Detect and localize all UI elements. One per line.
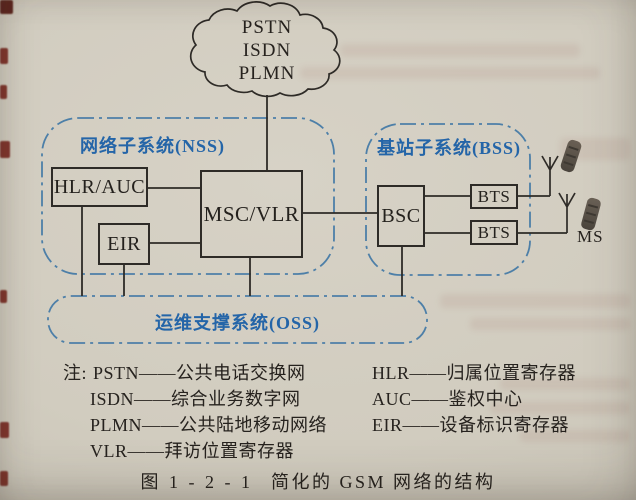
print-bleedthrough-ghost	[500, 378, 630, 390]
ms-label: MS	[577, 227, 604, 246]
cloud-shape	[189, 1, 341, 98]
bss-title: 基站子系统(BSS)	[377, 138, 522, 158]
mobile-phone-image	[560, 139, 582, 173]
legend-entry-auc: AUC——鉴权中心	[372, 389, 523, 409]
antenna-icon	[558, 192, 576, 233]
nss-container-border	[41, 117, 335, 275]
page-edge-artifact	[0, 471, 8, 486]
print-bleedthrough-ghost	[340, 44, 580, 57]
eir-box: EIR	[98, 223, 150, 265]
page-edge-artifact	[0, 85, 7, 99]
cloud-line-pstn: PSTN	[241, 17, 293, 38]
oss-title: 运维支撑系统(OSS)	[154, 313, 320, 333]
msc-vlr-box: MSC/VLR	[200, 170, 303, 258]
cloud-line-plmn: PLMN	[238, 63, 296, 84]
legend-row: 注:PSTN——公共电话交换网	[63, 360, 327, 386]
print-bleedthrough-ghost	[520, 430, 630, 442]
legend-entry-hlr: HLR——归属位置寄存器	[372, 363, 576, 383]
legend-prefix: 注:	[63, 363, 88, 383]
legend-entry-vlr: VLR——拜访位置寄存器	[90, 441, 294, 461]
bss-container-border	[365, 123, 531, 276]
cloud-network-list: PSTN ISDN PLMN	[217, 16, 317, 85]
antenna-icon	[541, 155, 559, 196]
bts-box-1: BTS	[470, 184, 518, 209]
page-edge-artifact	[0, 141, 10, 158]
print-bleedthrough-ghost	[440, 294, 630, 308]
print-bleedthrough-ghost	[300, 67, 600, 79]
legend-entry-pstn: PSTN——公共电话交换网	[93, 363, 306, 383]
page-edge-artifact	[0, 422, 9, 438]
nss-title: 网络子系统(NSS)	[80, 136, 226, 156]
page-edge-artifact	[0, 48, 8, 64]
mobile-phone-image	[581, 197, 601, 231]
bts-box-2: BTS	[470, 220, 518, 245]
figure-number: 图 1 - 2 - 1	[140, 472, 253, 492]
legend-right-column: HLR——归属位置寄存器 AUC——鉴权中心 EIR——设备标识寄存器	[372, 360, 576, 438]
oss-container-border	[47, 295, 428, 344]
page-edge-artifact	[0, 290, 7, 303]
cloud-line-isdn: ISDN	[242, 40, 292, 61]
legend-entry-eir: EIR——设备标识寄存器	[372, 415, 569, 435]
legend-left-column: 注:PSTN——公共电话交换网 ISDN——综合业务数字网 PLMN——公共陆地…	[63, 360, 327, 464]
legend-entry-plmn: PLMN——公共陆地移动网络	[90, 415, 328, 435]
figure-caption: 图 1 - 2 - 1 简化的 GSM 网络的结构	[0, 468, 636, 494]
hlr-auc-box: HLR/AUC	[51, 167, 148, 207]
figure-title: 简化的 GSM 网络的结构	[270, 472, 496, 492]
print-bleedthrough-ghost	[490, 402, 630, 414]
print-bleedthrough-ghost	[470, 318, 630, 330]
legend-entry-isdn: ISDN——综合业务数字网	[90, 389, 301, 409]
bsc-box: BSC	[377, 185, 425, 247]
page-edge-artifact	[0, 0, 13, 14]
